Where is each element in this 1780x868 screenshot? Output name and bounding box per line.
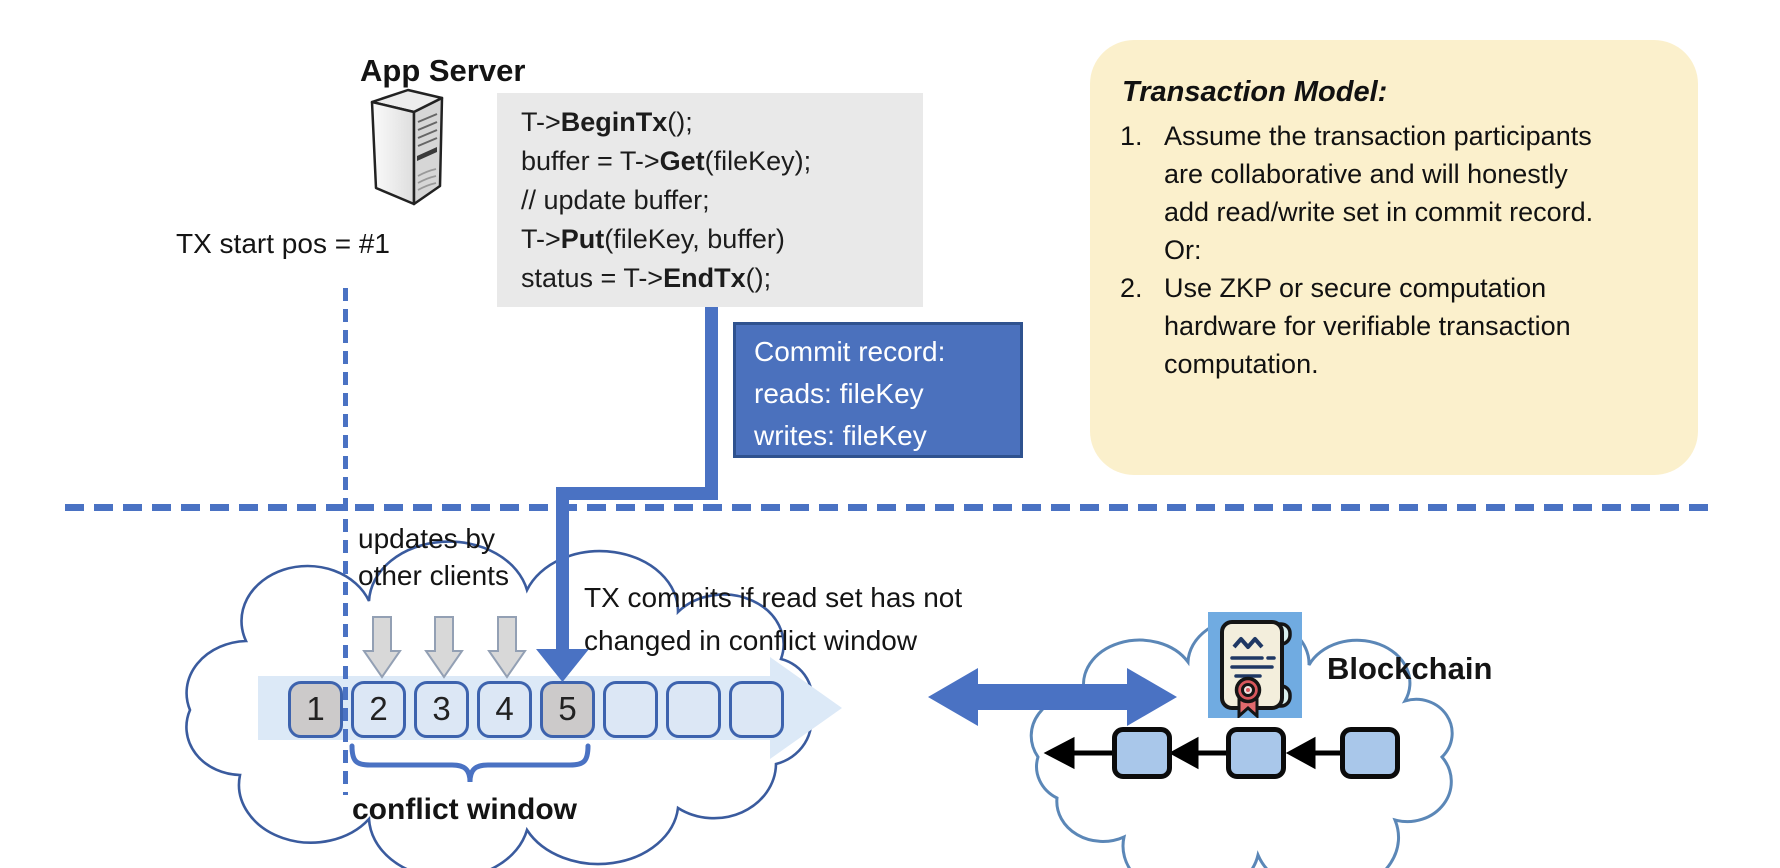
code-line-5: status = T->EndTx(); <box>521 263 772 293</box>
ledger-block-4: 4 <box>477 681 532 738</box>
blockchain-label: Blockchain <box>1327 651 1493 686</box>
tx-start-pos-label: TX start pos = #1 <box>176 228 390 259</box>
code-line-1: T->BeginTx(); <box>521 107 693 137</box>
ledger-block-1: 1 <box>288 681 343 738</box>
double-arrow-icon <box>928 668 1177 726</box>
item-number: 1. <box>1120 121 1143 151</box>
commit-record-box: Commit record: reads: fileKey writes: fi… <box>733 322 1023 458</box>
ledger-block-empty <box>666 681 721 738</box>
chain-block-3 <box>1340 727 1400 779</box>
conflict-window-bracket <box>349 743 591 783</box>
transaction-model-item-1: 1. Assume the transaction participants ar… <box>1120 117 1668 269</box>
server-icon <box>370 88 444 206</box>
chain-block-1 <box>1112 727 1172 779</box>
code-line-4: T->Put(fileKey, buffer) <box>521 224 785 254</box>
code-line-2: buffer = T->Get(fileKey); <box>521 146 812 176</box>
client-update-arrow-icon <box>362 616 402 679</box>
commit-record-title: Commit record: <box>754 336 946 367</box>
tx-commit-note-line1: TX commits if read set has not <box>584 582 963 613</box>
conflict-window-label: conflict window <box>352 793 577 826</box>
app-server-label: App Server <box>360 53 526 88</box>
chain-block-2 <box>1226 727 1286 779</box>
tx-commit-note-line2: changed in conflict window <box>584 625 918 656</box>
tx-start-dashed-line <box>343 288 348 795</box>
down-arrow-icon <box>536 649 589 682</box>
ledger-block-empty <box>729 681 784 738</box>
item-number: 2. <box>1120 273 1143 303</box>
commit-record-reads: reads: fileKey <box>754 378 924 409</box>
transaction-model-panel: Transaction Model: 1. Assume the transact… <box>1090 40 1698 475</box>
commit-point-dashed-divider <box>65 504 1715 511</box>
ledger-block-2: 2 <box>351 681 406 738</box>
item-text: Use ZKP or secure computation hardware f… <box>1164 273 1579 379</box>
item-text: Assume the transaction participants are … <box>1164 121 1609 265</box>
updates-by-label-line2: other clients <box>358 560 509 591</box>
ledger-block-empty <box>603 681 658 738</box>
transaction-model-title: Transaction Model: <box>1122 76 1388 108</box>
commit-record-writes: writes: fileKey <box>754 420 927 451</box>
code-line-3: // update buffer; <box>521 185 710 215</box>
transaction-code-block: T->BeginTx(); buffer = T->Get(fileKey); //… <box>497 93 923 307</box>
client-update-arrow-icon <box>487 616 527 679</box>
certificate-icon <box>1208 612 1302 718</box>
transaction-model-item-2: 2. Use ZKP or secure computation hardware… <box>1120 269 1668 383</box>
ledger-block-3: 3 <box>414 681 469 738</box>
ledger-block-5: 5 <box>540 681 595 738</box>
client-update-arrow-icon <box>424 616 464 679</box>
chain-link-arrows <box>1043 736 1342 770</box>
updates-by-label-line1: updates by <box>358 523 495 554</box>
